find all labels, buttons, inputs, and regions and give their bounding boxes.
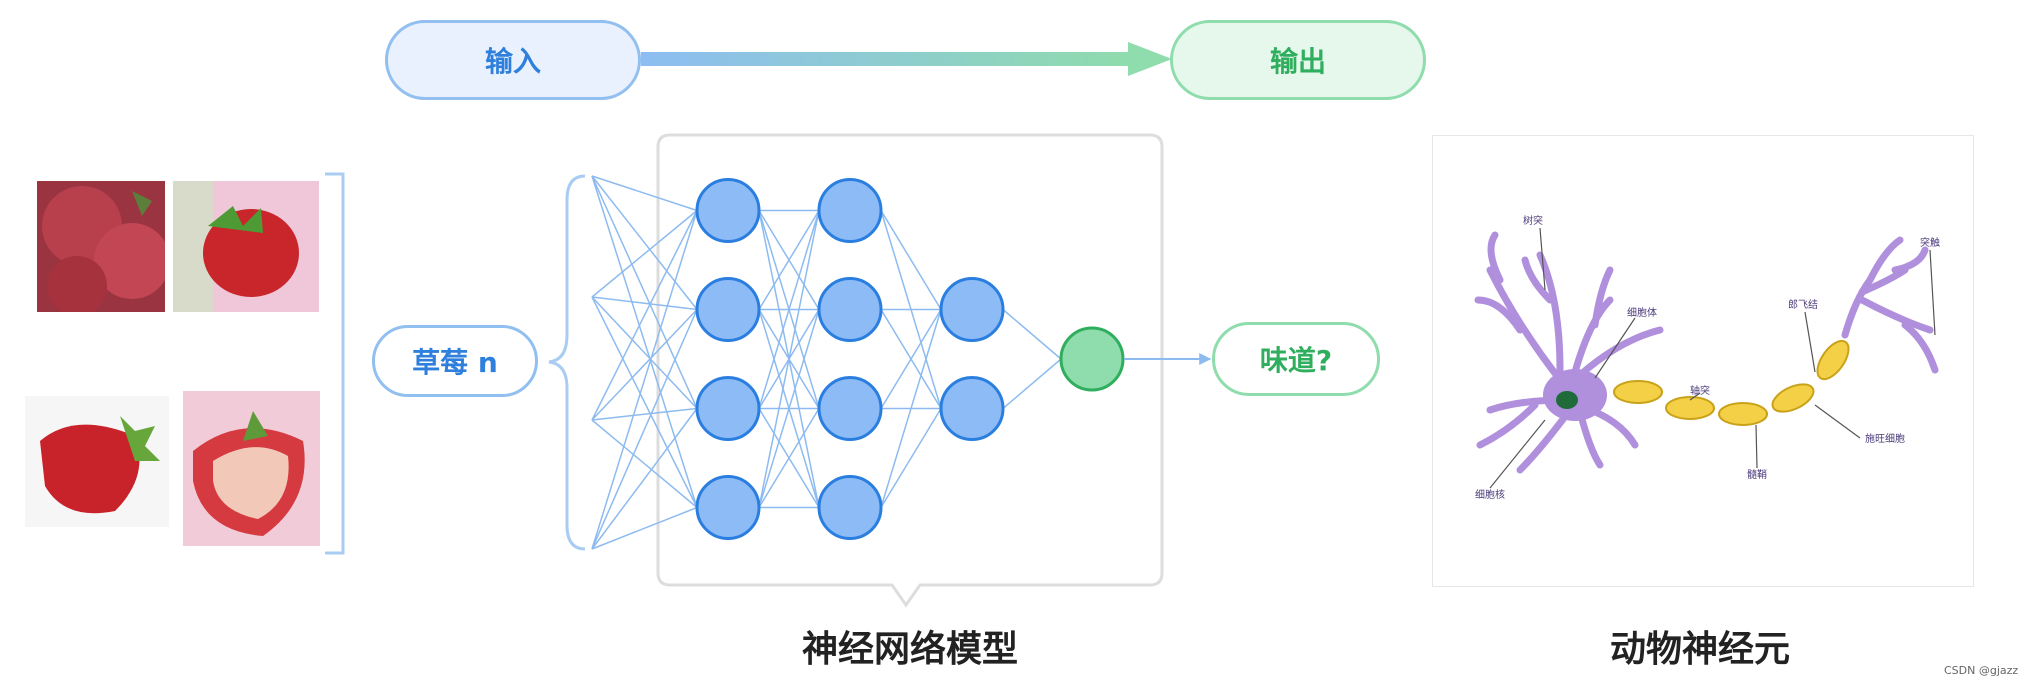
input-edge — [591, 308, 698, 421]
neuron-L1-2 — [695, 277, 761, 342]
label-myelin: 髓鞘 — [1747, 468, 1767, 481]
input-edge — [591, 175, 698, 508]
input-edge — [591, 175, 698, 310]
label-synapse: 突触 — [1920, 236, 1940, 249]
neuron-L2-1 — [817, 178, 883, 243]
network-edge — [758, 309, 820, 508]
flow-arrow-head — [1128, 42, 1172, 76]
label-axon: 轴突 — [1690, 384, 1710, 397]
label-cell-body: 细胞体 — [1627, 306, 1657, 319]
strawberry-photo-1 — [37, 181, 165, 312]
input-edge — [591, 506, 698, 550]
neuron-L1-1 — [695, 178, 761, 243]
network-edge — [880, 309, 942, 409]
input-pill: 输入 — [385, 20, 641, 100]
taste-output-pill: 味道? — [1212, 322, 1380, 396]
input-edge — [591, 175, 698, 409]
output-label: 输出 — [1269, 45, 1326, 78]
photos-bracket — [325, 172, 345, 555]
neuron-L3-2 — [939, 376, 1005, 441]
input-edge — [591, 419, 698, 509]
network-edge — [758, 408, 820, 508]
input-edge — [591, 407, 698, 421]
input-edge — [591, 408, 698, 550]
neuron-L1-4 — [695, 475, 761, 540]
network-edge — [758, 210, 820, 508]
input-edge — [591, 309, 698, 550]
input-edge — [591, 296, 698, 410]
neuron-illustration — [1474, 227, 1939, 489]
label-dendrite: 树突 — [1523, 214, 1543, 227]
neuron-L3-1 — [939, 277, 1005, 342]
input-label: 输入 — [484, 45, 541, 78]
network-edge — [880, 408, 942, 508]
neuron-L2-2 — [817, 277, 883, 342]
network-frame — [656, 133, 1164, 608]
label-nucleus: 细胞核 — [1475, 488, 1505, 501]
output-pill: 输出 — [1170, 20, 1426, 100]
input-edge — [591, 175, 698, 212]
input-curly-brace — [548, 174, 586, 551]
strawberry-photo-3 — [25, 396, 169, 527]
network-caption: 神经网络模型 — [801, 629, 1018, 670]
neuron-L2-3 — [817, 376, 883, 441]
input-edge — [591, 210, 698, 421]
output-neuron — [1059, 326, 1125, 392]
network-edge — [758, 210, 820, 409]
network-edge — [880, 309, 942, 508]
watermark: CSDN @gjazz — [1944, 664, 2019, 677]
strawberry-photo-2 — [173, 181, 319, 312]
strawberry-input-pill: 草莓 n — [372, 325, 538, 397]
flow-arrow-shaft — [641, 52, 1131, 66]
neuron-L2-4 — [817, 475, 883, 540]
neuron-L1-3 — [695, 376, 761, 441]
network-edge — [1002, 358, 1062, 410]
network-edge — [758, 210, 820, 310]
strawberry-input-label: 草莓 n — [412, 346, 498, 379]
label-schwann: 施旺细胞 — [1865, 432, 1905, 445]
input-edge — [591, 209, 698, 298]
network-edge — [880, 210, 942, 310]
neuron-image-frame — [1432, 135, 1974, 587]
strawberry-photo-4 — [183, 391, 320, 546]
cell-nucleus — [1556, 391, 1578, 409]
input-edge — [591, 296, 698, 508]
taste-output-label: 味道? — [1259, 344, 1333, 377]
label-ranvier: 郎飞结 — [1788, 298, 1818, 311]
input-edge — [591, 210, 698, 550]
neuron-caption: 动物神经元 — [1609, 629, 1790, 670]
network-edge — [1002, 308, 1062, 360]
input-edge — [591, 296, 698, 311]
